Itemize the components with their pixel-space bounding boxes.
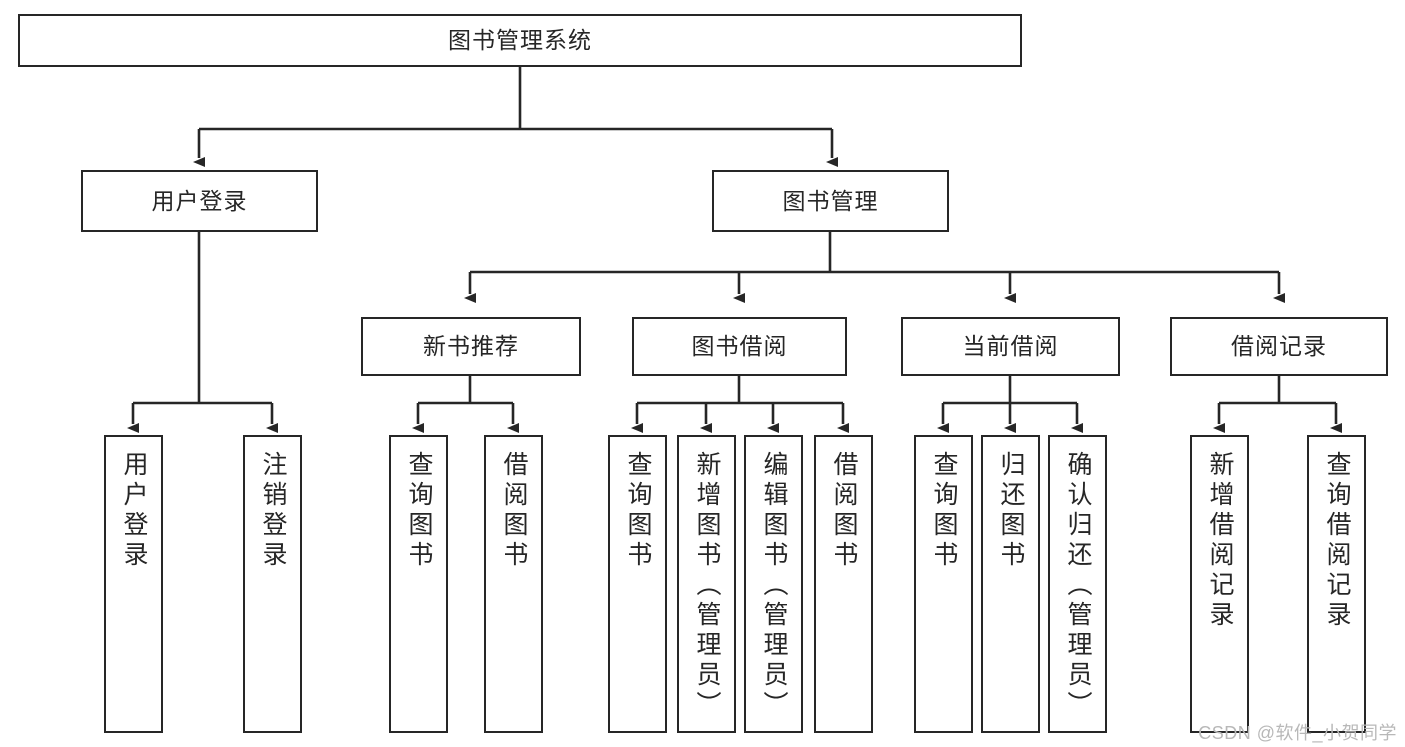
node-leaf-confirm-return-label: 确认归还（管理员） bbox=[1064, 451, 1092, 721]
node-leaf-return-book-label: 归还图书 bbox=[997, 451, 1025, 571]
node-root[interactable]: 图书管理系统 bbox=[18, 14, 1022, 67]
node-leaf-query-book-3[interactable]: 查询图书 bbox=[914, 435, 973, 733]
node-borrow-record-label: 借阅记录 bbox=[1231, 333, 1327, 360]
node-current-borrow-label: 当前借阅 bbox=[962, 333, 1059, 360]
node-leaf-borrow-book-1[interactable]: 借阅图书 bbox=[484, 435, 543, 733]
node-leaf-add-record-label: 新增借阅记录 bbox=[1206, 451, 1234, 631]
node-user-login-label: 用户登录 bbox=[151, 187, 248, 214]
node-leaf-query-book-1-label: 查询图书 bbox=[405, 451, 433, 571]
node-leaf-query-book-2[interactable]: 查询图书 bbox=[608, 435, 667, 733]
node-leaf-query-book-3-label: 查询图书 bbox=[930, 451, 958, 571]
node-new-book-recommend-label: 新书推荐 bbox=[423, 333, 519, 360]
node-leaf-return-book[interactable]: 归还图书 bbox=[981, 435, 1040, 733]
node-leaf-edit-book[interactable]: 编辑图书（管理员） bbox=[744, 435, 803, 733]
node-leaf-add-record[interactable]: 新增借阅记录 bbox=[1190, 435, 1249, 733]
node-leaf-logout-label: 注销登录 bbox=[259, 451, 287, 571]
node-leaf-query-book-1[interactable]: 查询图书 bbox=[389, 435, 448, 733]
node-leaf-user-login[interactable]: 用户登录 bbox=[104, 435, 163, 733]
node-borrow-record[interactable]: 借阅记录 bbox=[1170, 317, 1388, 376]
node-book-manage-label: 图书管理 bbox=[782, 187, 879, 214]
node-leaf-query-book-2-label: 查询图书 bbox=[624, 451, 652, 571]
node-book-manage[interactable]: 图书管理 bbox=[712, 170, 949, 232]
node-book-borrow[interactable]: 图书借阅 bbox=[632, 317, 847, 376]
node-leaf-user-login-label: 用户登录 bbox=[120, 451, 148, 571]
node-leaf-add-book[interactable]: 新增图书（管理员） bbox=[677, 435, 736, 733]
node-current-borrow[interactable]: 当前借阅 bbox=[901, 317, 1120, 376]
node-user-login[interactable]: 用户登录 bbox=[81, 170, 318, 232]
node-root-label: 图书管理系统 bbox=[448, 27, 592, 54]
node-leaf-borrow-book-2[interactable]: 借阅图书 bbox=[814, 435, 873, 733]
node-book-borrow-label: 图书借阅 bbox=[691, 333, 788, 360]
node-new-book-recommend[interactable]: 新书推荐 bbox=[361, 317, 581, 376]
node-leaf-confirm-return[interactable]: 确认归还（管理员） bbox=[1048, 435, 1107, 733]
node-leaf-add-book-label: 新增图书（管理员） bbox=[693, 451, 721, 721]
node-leaf-query-record[interactable]: 查询借阅记录 bbox=[1307, 435, 1366, 733]
node-leaf-borrow-book-1-label: 借阅图书 bbox=[500, 451, 528, 571]
node-leaf-query-record-label: 查询借阅记录 bbox=[1323, 451, 1351, 631]
node-leaf-logout[interactable]: 注销登录 bbox=[243, 435, 302, 733]
node-leaf-edit-book-label: 编辑图书（管理员） bbox=[760, 451, 788, 721]
node-leaf-borrow-book-2-label: 借阅图书 bbox=[830, 451, 858, 571]
watermark: CSDN @软件_小贺同学 bbox=[1198, 723, 1397, 743]
